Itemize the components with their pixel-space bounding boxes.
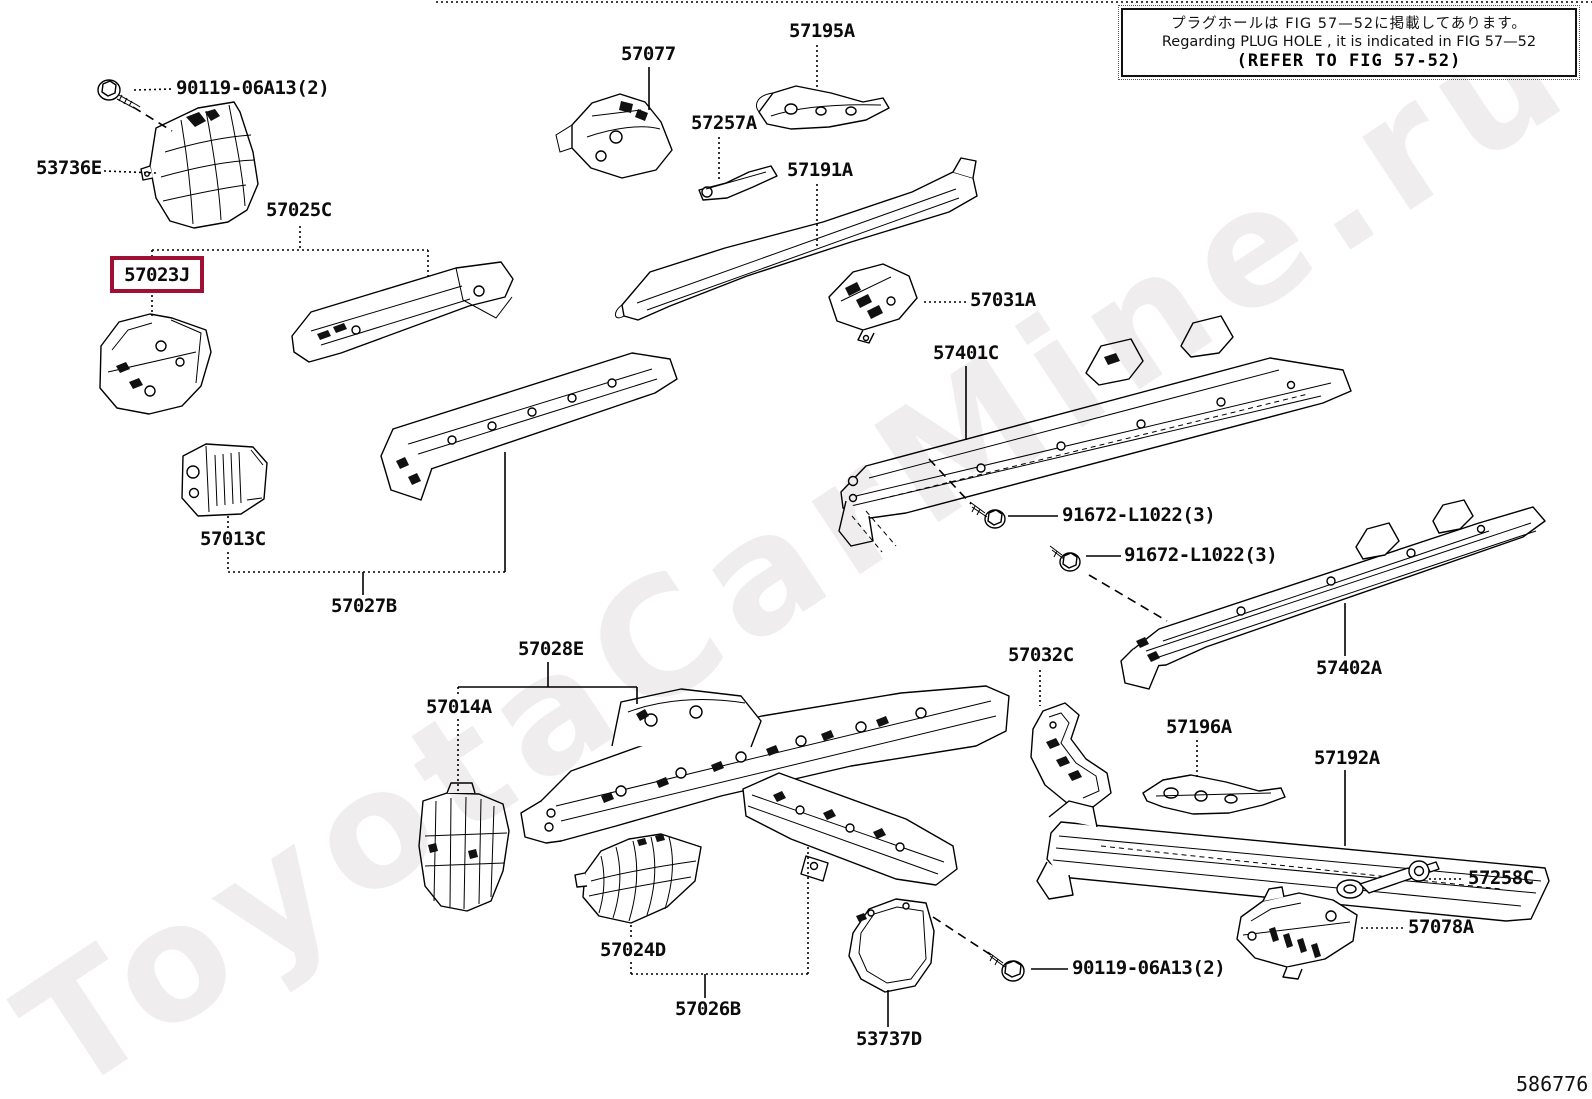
bolt-icon-90119-top xyxy=(97,79,141,109)
bolt-icon-90119-bottom xyxy=(987,951,1025,982)
part-drawing-member-57025c xyxy=(291,261,514,363)
part-drawing-panel-57024d xyxy=(574,833,702,924)
part-number-90119-06a13-top: 90119-06A13(2) xyxy=(176,77,330,99)
part-drawing-bracket-57078a xyxy=(1236,886,1358,980)
part-drawing-bracket-57195a xyxy=(756,85,890,130)
part-drawing-front-side-member-57028e xyxy=(520,685,1010,844)
bolt-icon-91672-2 xyxy=(1049,545,1081,572)
part-number-57013c: 57013C xyxy=(200,528,266,550)
part-number-57077: 57077 xyxy=(621,43,676,65)
info-line-reference: (REFER TO FIG 57-52) xyxy=(1236,51,1462,71)
part-number-57024d: 57024D xyxy=(600,939,666,961)
part-number-57032c: 57032C xyxy=(1008,644,1074,666)
part-drawing-bracket-57077 xyxy=(555,93,673,179)
part-drawing-cowl-side-panel-53736e xyxy=(140,101,259,229)
part-number-57031a: 57031A xyxy=(970,289,1036,311)
part-number-57196a: 57196A xyxy=(1166,716,1232,738)
part-number-57014a: 57014A xyxy=(426,696,492,718)
part-drawing-member-57191a xyxy=(615,157,978,321)
part-drawing-link-57258c xyxy=(1336,860,1440,899)
part-drawing-member-57026b xyxy=(742,772,958,886)
part-number-53737d: 53737D xyxy=(856,1028,922,1050)
part-drawing-bracket-57196a xyxy=(1142,774,1286,815)
part-number-57027b: 57027B xyxy=(331,595,397,617)
part-drawing-sill-panel-57192a xyxy=(1036,800,1550,922)
bolt-icon-91672-1 xyxy=(969,501,1006,529)
part-number-57257a: 57257A xyxy=(691,112,757,134)
part-number-91672-l1022-2: 91672-L1022(3) xyxy=(1124,544,1278,566)
part-number-57258c: 57258C xyxy=(1468,867,1534,889)
part-number-91672-l1022-1: 91672-L1022(3) xyxy=(1062,504,1216,526)
part-drawing-rocker-member-57402a xyxy=(1120,499,1546,690)
leader-lines xyxy=(103,45,1464,1027)
part-number-57025c: 57025C xyxy=(266,199,332,221)
part-drawing-member-57027b xyxy=(380,352,678,501)
info-line-english: Regarding PLUG HOLE , it is indicated in… xyxy=(1161,34,1537,50)
part-number-53736e: 53736E xyxy=(36,157,102,179)
part-drawing-bracket-57023j xyxy=(99,313,212,415)
part-drawing-bracket-57032c xyxy=(1030,702,1112,808)
part-number-57402a: 57402A xyxy=(1316,657,1382,679)
part-drawing-mudguard-53737d xyxy=(848,898,935,993)
highlighted-part-box-57023j: 57023J xyxy=(110,256,204,293)
part-number-57191a: 57191A xyxy=(787,159,853,181)
part-number-57401c: 57401C xyxy=(933,342,999,364)
part-number-57192a: 57192A xyxy=(1314,747,1380,769)
part-drawing-bracket-57031a xyxy=(828,263,918,344)
part-drawing-bracket-57257a xyxy=(698,165,778,201)
figure-number: 586776 xyxy=(1516,1072,1589,1096)
part-number-90119-06a13-bottom: 90119-06A13(2) xyxy=(1072,957,1226,979)
part-number-57026b: 57026B xyxy=(675,998,741,1020)
part-drawing-rocker-member-57401c xyxy=(838,315,1352,553)
part-drawing-bracket-57013c xyxy=(181,443,268,517)
plug-hole-info-box: プラグホールは FIG 57—52に掲載してあります。 Regarding PL… xyxy=(1118,5,1580,80)
part-number-57023j: 57023J xyxy=(124,263,190,286)
part-number-57028e: 57028E xyxy=(518,638,584,660)
part-drawing-apron-57014a xyxy=(418,782,510,912)
info-line-japanese: プラグホールは FIG 57—52に掲載してあります。 xyxy=(1171,16,1527,32)
part-number-57195a: 57195A xyxy=(789,20,855,42)
part-number-57078a: 57078A xyxy=(1408,916,1474,938)
